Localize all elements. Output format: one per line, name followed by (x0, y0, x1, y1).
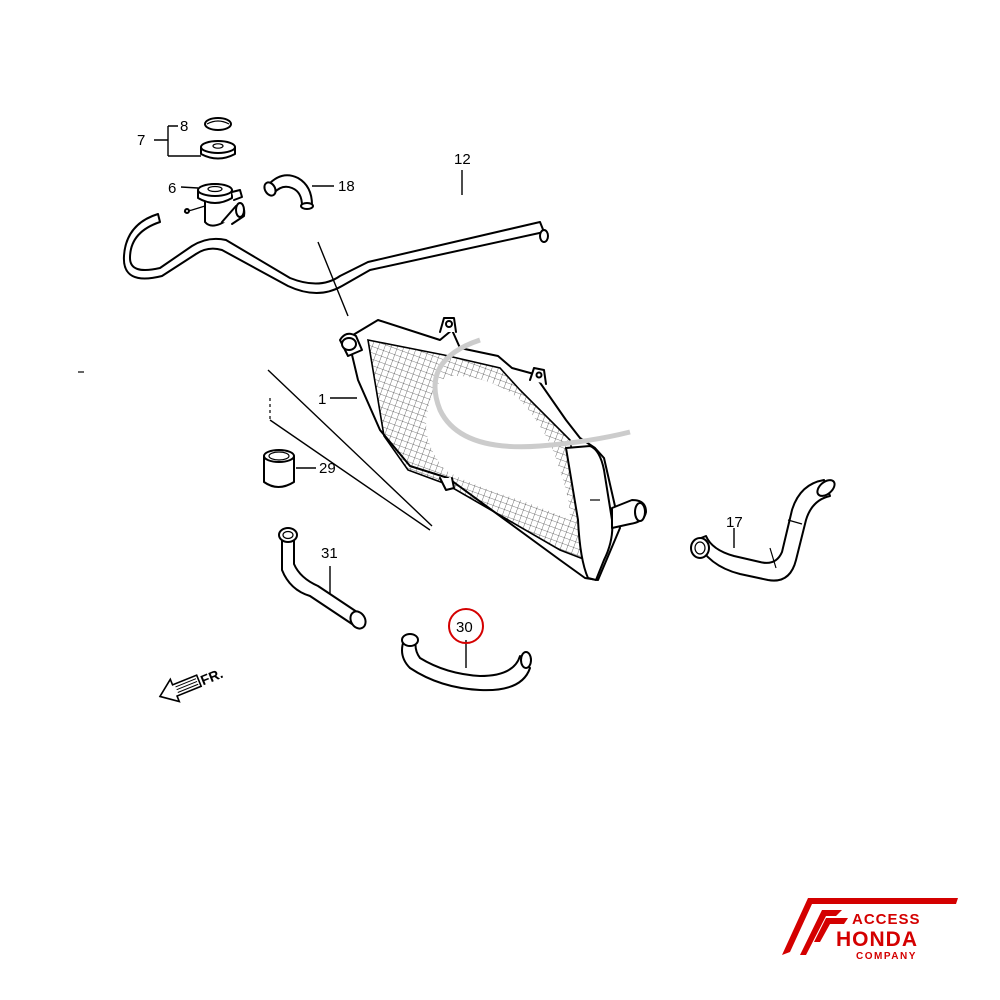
callout-30: 30 (456, 619, 473, 636)
radiator-part-1[interactable] (339, 317, 647, 581)
callout-bracket-7 (154, 125, 201, 157)
lower-hose-part-30[interactable] (401, 633, 532, 692)
callout-12: 12 (454, 151, 471, 168)
callout-1: 1 (318, 391, 326, 408)
callout-17: 17 (726, 514, 743, 531)
filler-cap-part-7[interactable] (200, 140, 236, 160)
collar-part-29[interactable] (263, 449, 295, 488)
reference-lines (78, 369, 433, 531)
hose-part-18[interactable] (262, 174, 314, 210)
callout-31: 31 (321, 545, 338, 562)
callout-7: 7 (137, 132, 145, 149)
logo-line2: HONDA (836, 928, 918, 951)
reservoir-part-6[interactable] (183, 183, 246, 227)
direction-label: FR. (198, 665, 225, 688)
logo-line3: COMPANY (856, 951, 917, 962)
access-honda-logo: ACCESS HONDA COMPANY (782, 898, 958, 962)
cap-seal-part-8[interactable] (204, 117, 232, 131)
callout-8: 8 (180, 118, 188, 135)
leader-1-upper (317, 241, 349, 317)
callout-18: 18 (338, 178, 355, 195)
pipe-part-31[interactable] (278, 527, 369, 631)
hose-part-17[interactable] (690, 477, 838, 582)
watermark-swirl (432, 337, 631, 450)
callout-29: 29 (319, 460, 336, 477)
leader-6 (180, 186, 199, 189)
overflow-tube-part-12[interactable] (122, 213, 549, 294)
highlight-circle-30 (448, 608, 484, 644)
logo-line1: ACCESS (852, 911, 921, 928)
front-arrow-icon: FR. (158, 665, 225, 703)
callout-6: 6 (168, 180, 176, 197)
